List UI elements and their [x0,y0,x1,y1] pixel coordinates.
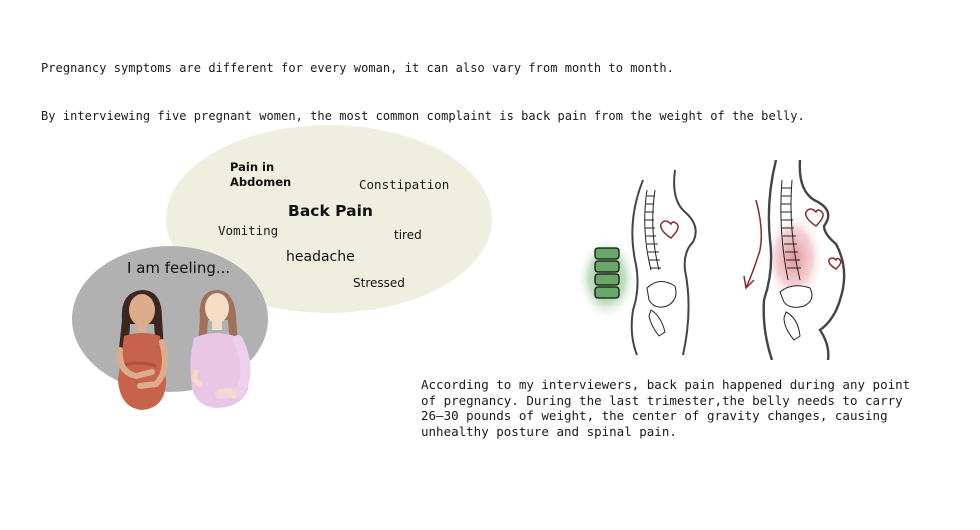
heart-icon [828,257,842,270]
symptom-back-pain: Back Pain [288,202,373,220]
pregnant-spine-illustration [743,160,846,360]
intro-line-2: By interviewing five pregnant women, the… [41,109,805,123]
symptom-tired: tired [394,228,422,242]
normal-spine-illustration [577,169,697,356]
pregnant-women-illustration [116,290,251,410]
woman-right [190,290,251,408]
feeling-label: I am feeling... [127,259,231,277]
symptom-pain-in-abdomen: Pain in Abdomen [230,160,292,189]
symptom-stressed: Stressed [353,276,405,290]
spine-icon [780,179,801,281]
lumbar-vertebrae-icon [594,247,620,299]
pelvis-icon [779,285,813,341]
symptom-constipation: Constipation [359,177,450,192]
woman-left [116,290,168,410]
symptom-headache: headache [286,249,355,265]
intro-text: Pregnancy symptoms are different for eve… [41,28,805,140]
heart-icon [804,208,824,227]
arrow-down-icon [745,199,763,289]
pelvis-icon [646,281,677,337]
intro-line-1: Pregnancy symptoms are different for eve… [41,61,674,75]
pain-glow [764,212,824,304]
heart-icon [659,220,679,239]
explanation-text: According to my interviewers, back pain … [421,377,911,439]
symptom-vomiting: Vomiting [218,223,279,238]
spine-icon [644,189,661,271]
